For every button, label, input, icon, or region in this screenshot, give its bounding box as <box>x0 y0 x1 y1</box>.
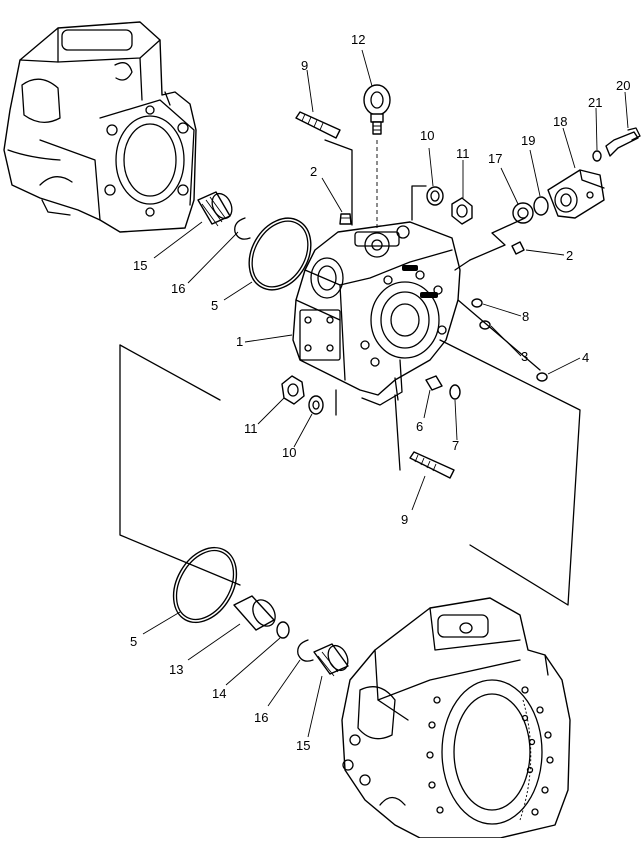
callout-14: 14 <box>212 686 226 701</box>
center-pump-body <box>292 221 471 406</box>
callout-11-lower: 11 <box>244 421 258 436</box>
callout-15-upper: 15 <box>133 258 147 273</box>
plug-part-2-upper <box>339 213 352 225</box>
stud-part-9-lower <box>409 451 455 479</box>
callout-20: 20 <box>616 78 630 93</box>
bearing-part-17 <box>512 202 534 224</box>
o-ring-part-8 <box>471 298 483 308</box>
callout-10-lower: 10 <box>282 445 296 460</box>
stud-part-9-upper <box>295 111 341 139</box>
callout-7: 7 <box>452 438 459 453</box>
bearing-part-13 <box>233 595 276 631</box>
callout-labels: 12 9 20 21 18 10 11 19 17 2 2 15 16 5 8 … <box>130 32 630 753</box>
callout-2-right: 2 <box>566 248 573 263</box>
o-ring-part-5-lower <box>172 546 238 624</box>
o-ring-part-4 <box>536 372 548 382</box>
o-ring-part-5-upper <box>248 217 312 291</box>
cover-part-18 <box>547 169 605 219</box>
callout-8: 8 <box>522 309 529 324</box>
callout-3: 3 <box>521 349 528 364</box>
callout-13: 13 <box>169 662 183 677</box>
callout-15-lower: 15 <box>296 738 310 753</box>
callout-19: 19 <box>521 133 535 148</box>
callout-4: 4 <box>582 350 589 365</box>
callout-18: 18 <box>553 114 567 129</box>
bolt-part-20 <box>605 127 641 157</box>
snap-ring-part-16-lower <box>297 639 314 662</box>
o-ring-part-3 <box>479 320 491 330</box>
callout-1: 1 <box>236 334 243 349</box>
pin-part-6 <box>425 375 443 391</box>
callout-9-lower: 9 <box>401 512 408 527</box>
callout-5-lower: 5 <box>130 634 137 649</box>
leader-lines <box>142 49 629 738</box>
washer-part-21 <box>592 150 602 162</box>
callout-17: 17 <box>488 151 502 166</box>
callout-2-upper: 2 <box>310 164 317 179</box>
callout-6: 6 <box>416 419 423 434</box>
lower-pump-housing <box>341 597 571 839</box>
plug-part-2-right <box>511 241 525 255</box>
assembly-guide-lines <box>119 139 581 606</box>
ring-part-14 <box>276 621 290 639</box>
washer-part-10-lower <box>308 395 324 415</box>
callout-9-upper: 9 <box>301 58 308 73</box>
o-ring-part-7 <box>449 384 461 400</box>
washer-part-10-upper <box>426 186 444 206</box>
callout-12: 12 <box>351 32 365 47</box>
callout-21: 21 <box>588 95 602 110</box>
callout-10-upper: 10 <box>420 128 434 143</box>
callout-16-lower: 16 <box>254 710 268 725</box>
snap-ring-part-16-upper <box>234 217 251 240</box>
eye-bolt-part-12 <box>363 84 391 230</box>
callout-5-upper: 5 <box>211 298 218 313</box>
bearing-part-15-lower <box>313 643 349 677</box>
upper-pump-housing <box>3 21 197 233</box>
callout-11-upper: 11 <box>456 146 470 161</box>
o-ring-part-19 <box>533 196 549 216</box>
bearing-part-15-upper <box>197 191 233 227</box>
callout-16-upper: 16 <box>171 281 185 296</box>
nut-part-11-upper <box>451 197 473 225</box>
nut-part-11-lower <box>281 375 305 405</box>
